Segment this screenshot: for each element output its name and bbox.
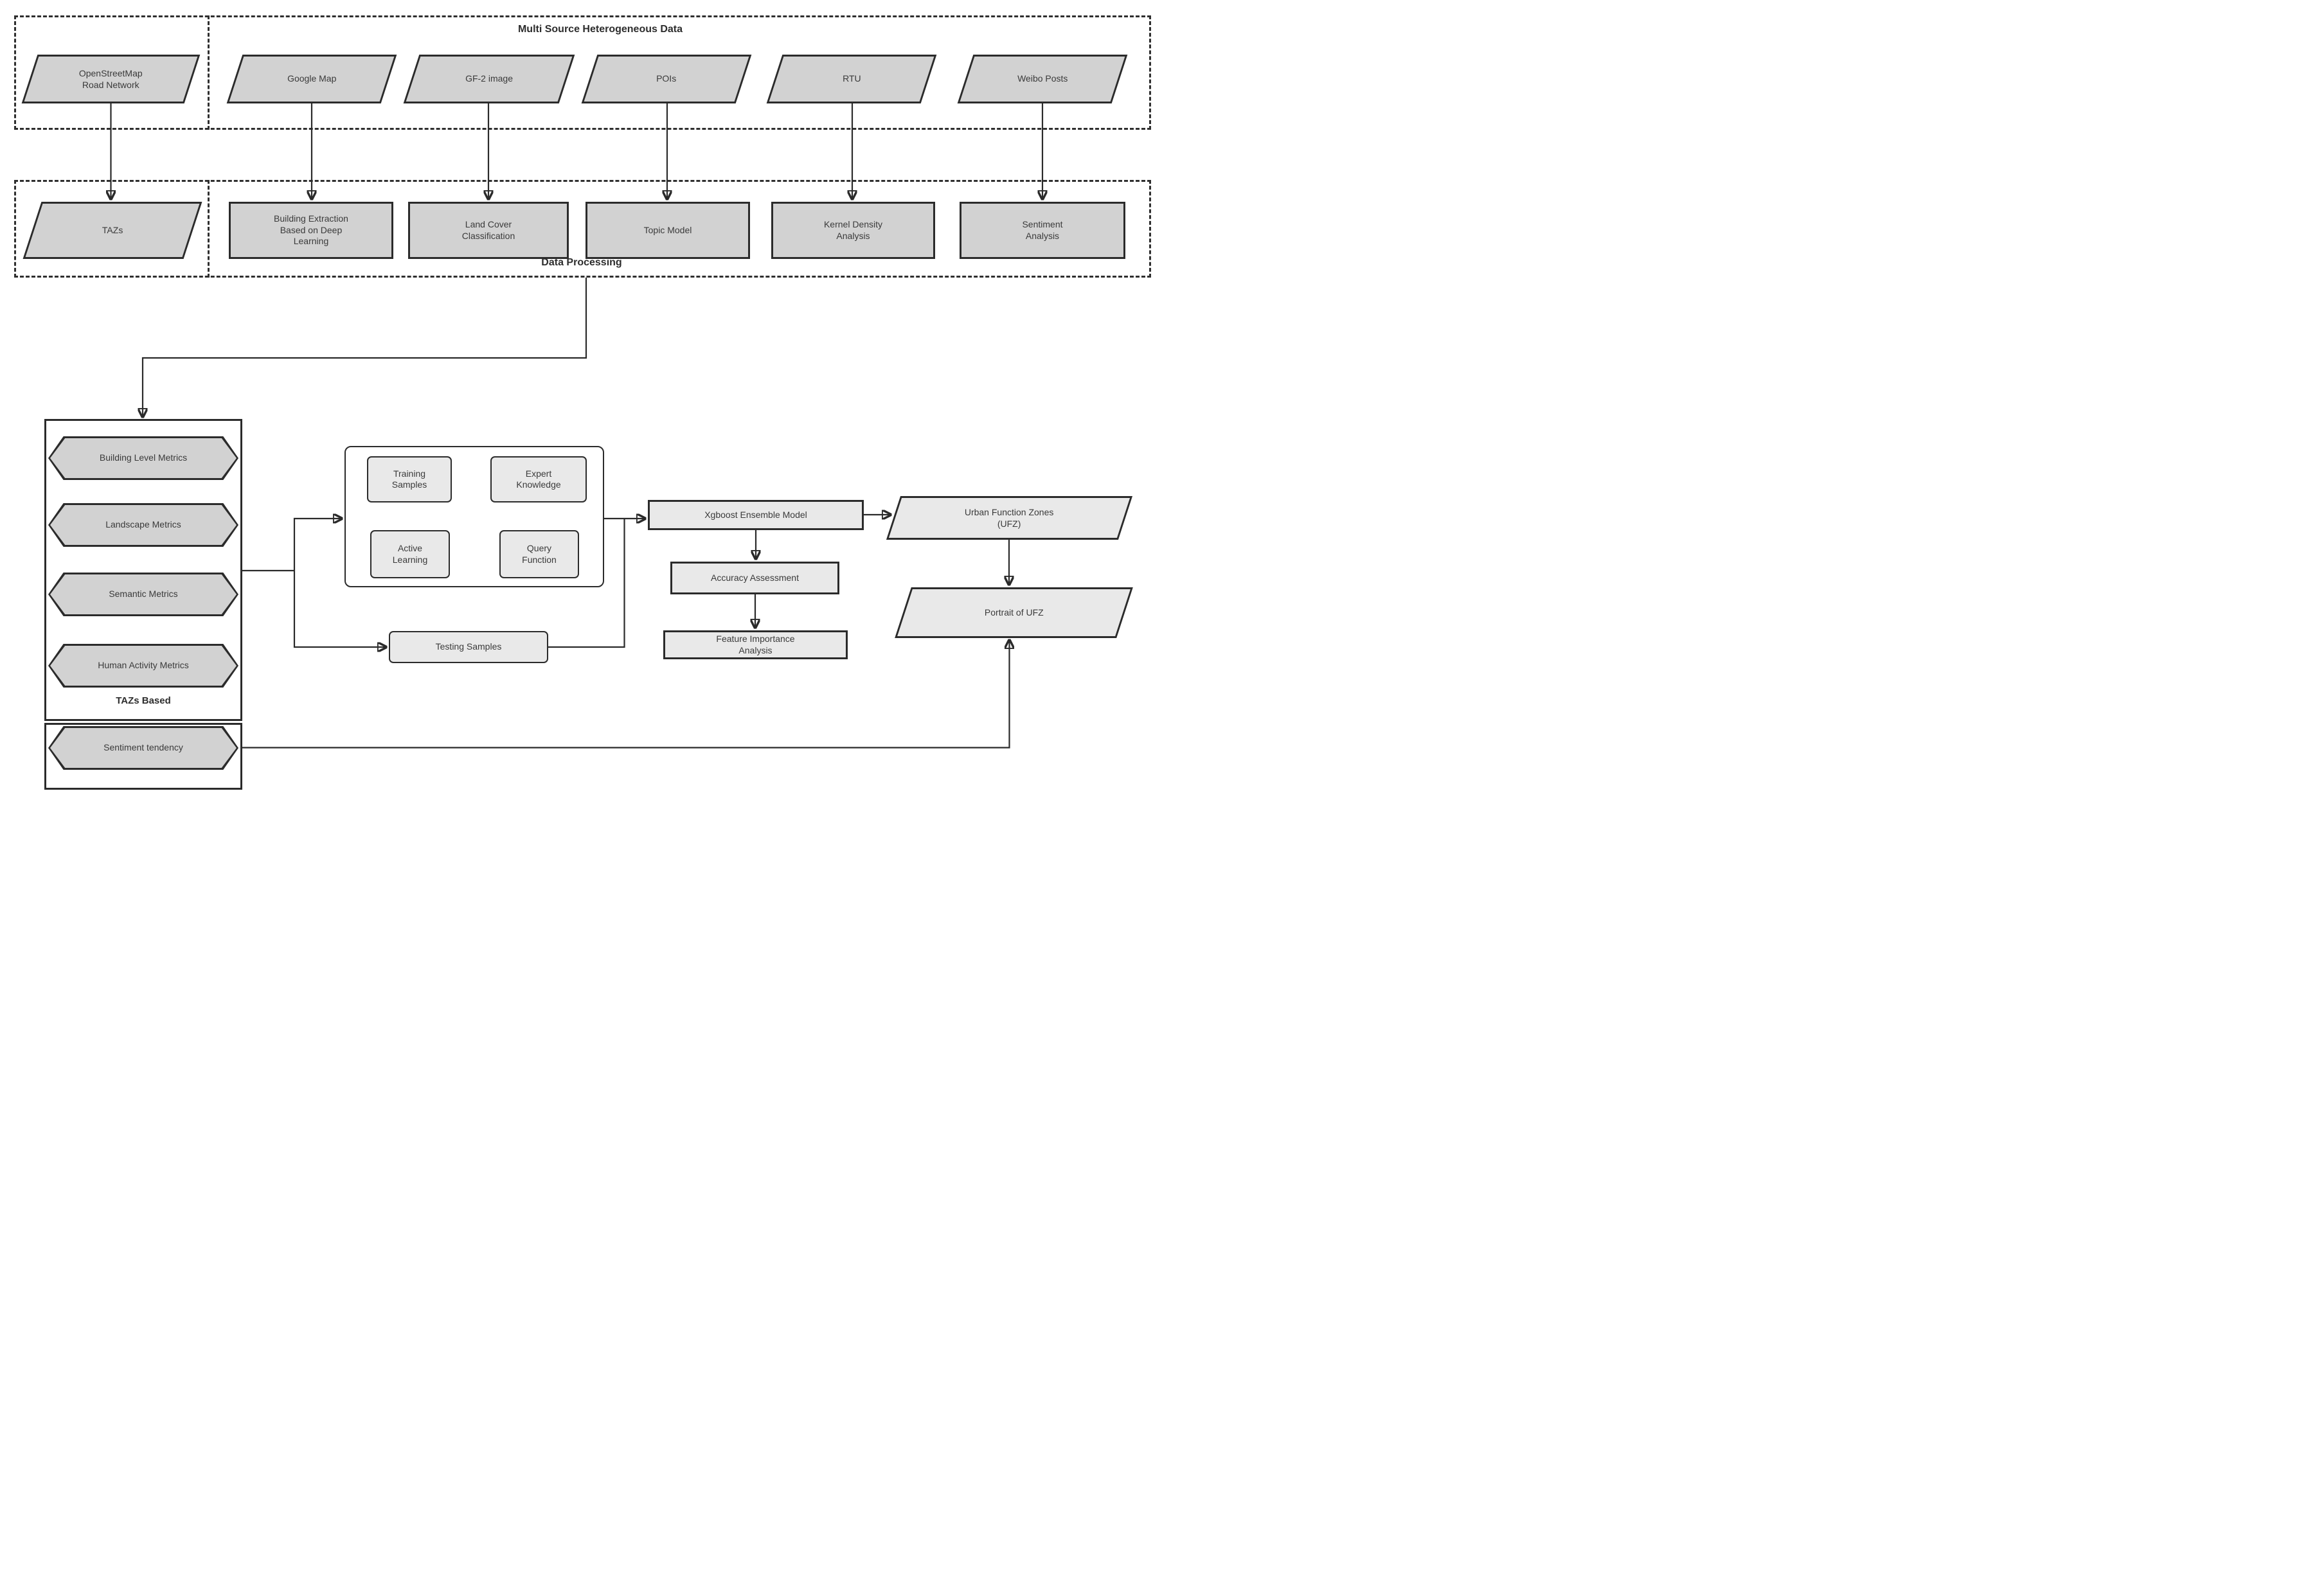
- node-topic-model-label: Topic Model: [643, 224, 692, 235]
- node-training-samples-label: Training Samples: [391, 468, 427, 490]
- node-human-activity-metrics: Human Activity Metrics: [48, 644, 238, 688]
- node-feature-importance-analysis: Feature Importance Analysis: [663, 630, 848, 659]
- node-land-cover-label: Land Cover Classification: [461, 219, 515, 241]
- node-tazs: TAZs: [22, 202, 202, 259]
- node-weibo-posts: Weibo Posts: [957, 55, 1128, 103]
- node-openstreetmap-label: OpenStreetMap Road Network: [79, 67, 143, 90]
- node-xgboost-label: Xgboost Ensemble Model: [704, 509, 807, 520]
- node-landscape-metrics-label: Landscape Metrics: [105, 519, 181, 530]
- data-processing-section-box: [14, 180, 1151, 278]
- top-section-divider: [208, 15, 210, 130]
- node-semantic-metrics-label: Semantic Metrics: [109, 589, 178, 600]
- wire-testing-to-xgboost: [548, 519, 625, 648]
- processing-section-divider: [208, 180, 210, 278]
- node-testing-samples: Testing Samples: [389, 631, 548, 663]
- node-urban-function-zones: Urban Function Zones (UFZ): [886, 496, 1133, 540]
- node-sentiment-analysis: Sentiment Analysis: [960, 202, 1125, 259]
- hexagon-fill: [50, 646, 237, 686]
- node-openstreetmap-road-network: OpenStreetMap Road Network: [21, 55, 201, 103]
- node-portrait-of-ufz-label: Portrait of UFZ: [984, 607, 1044, 618]
- node-gf2-image: GF-2 image: [403, 55, 575, 103]
- node-expert-knowledge-label: Expert Knowledge: [516, 468, 561, 490]
- node-query-function-label: Query Function: [522, 543, 557, 565]
- arrow-metrics-to-testing: [293, 571, 386, 647]
- multi-source-section-box: [14, 15, 1151, 130]
- node-pois: POIs: [581, 55, 752, 103]
- hexagon-fill: [50, 574, 237, 614]
- arrow-sentimenttendency-to-portrait: [242, 640, 1010, 749]
- arrow-metrics-to-loop: [293, 519, 342, 571]
- node-active-learning: Active Learning: [370, 530, 450, 578]
- node-testing-samples-label: Testing Samples: [435, 641, 502, 652]
- node-sentiment-tendency: Sentiment tendency: [48, 726, 238, 770]
- node-building-extraction: Building Extraction Based on Deep Learni…: [229, 202, 393, 259]
- node-rtu-label: RTU: [842, 73, 861, 84]
- node-pois-label: POIs: [656, 73, 677, 84]
- node-rtu: RTU: [766, 55, 937, 103]
- node-ufz-label: Urban Function Zones (UFZ): [965, 506, 1054, 529]
- node-google-map-label: Google Map: [287, 73, 337, 84]
- node-building-level-metrics-label: Building Level Metrics: [99, 452, 188, 463]
- node-gf2-image-label: GF-2 image: [465, 73, 513, 84]
- node-active-learning-label: Active Learning: [392, 543, 428, 565]
- node-weibo-posts-label: Weibo Posts: [1017, 73, 1068, 84]
- node-xgboost-ensemble-model: Xgboost Ensemble Model: [648, 500, 864, 530]
- node-accuracy-assessment: Accuracy Assessment: [670, 562, 839, 594]
- flowchart-canvas: Multi Source Heterogeneous Data Data Pro…: [0, 0, 1162, 796]
- node-tazs-label: TAZs: [102, 224, 123, 235]
- node-accuracy-assessment-label: Accuracy Assessment: [711, 572, 799, 583]
- node-topic-model: Topic Model: [585, 202, 750, 259]
- multi-source-title: Multi Source Heterogeneous Data: [517, 24, 683, 35]
- node-semantic-metrics: Semantic Metrics: [48, 573, 238, 616]
- hexagon-fill: [50, 505, 237, 545]
- node-training-samples: Training Samples: [367, 456, 452, 502]
- node-land-cover-classification: Land Cover Classification: [408, 202, 569, 259]
- node-human-activity-metrics-label: Human Activity Metrics: [98, 660, 189, 671]
- arrow-dataprocessing-to-metrics: [143, 278, 587, 417]
- hexagon-fill: [50, 438, 237, 478]
- node-landscape-metrics: Landscape Metrics: [48, 503, 238, 547]
- node-sentiment-tendency-label: Sentiment tendency: [103, 742, 183, 753]
- node-query-function: Query Function: [499, 530, 579, 578]
- node-kernel-density-label: Kernel Density Analysis: [823, 219, 883, 241]
- node-expert-knowledge: Expert Knowledge: [490, 456, 587, 502]
- node-building-extraction-label: Building Extraction Based on Deep Learni…: [274, 213, 348, 247]
- node-kernel-density-analysis: Kernel Density Analysis: [771, 202, 935, 259]
- hexagon-fill: [50, 728, 237, 768]
- data-processing-title: Data Processing: [541, 257, 622, 268]
- node-building-level-metrics: Building Level Metrics: [48, 436, 238, 480]
- tazs-based-title: TAZs Based: [116, 695, 171, 706]
- node-feature-importance-label: Feature Importance Analysis: [716, 634, 795, 655]
- node-google-map: Google Map: [226, 55, 397, 103]
- node-sentiment-analysis-label: Sentiment Analysis: [1022, 219, 1063, 241]
- node-portrait-of-ufz: Portrait of UFZ: [895, 587, 1133, 638]
